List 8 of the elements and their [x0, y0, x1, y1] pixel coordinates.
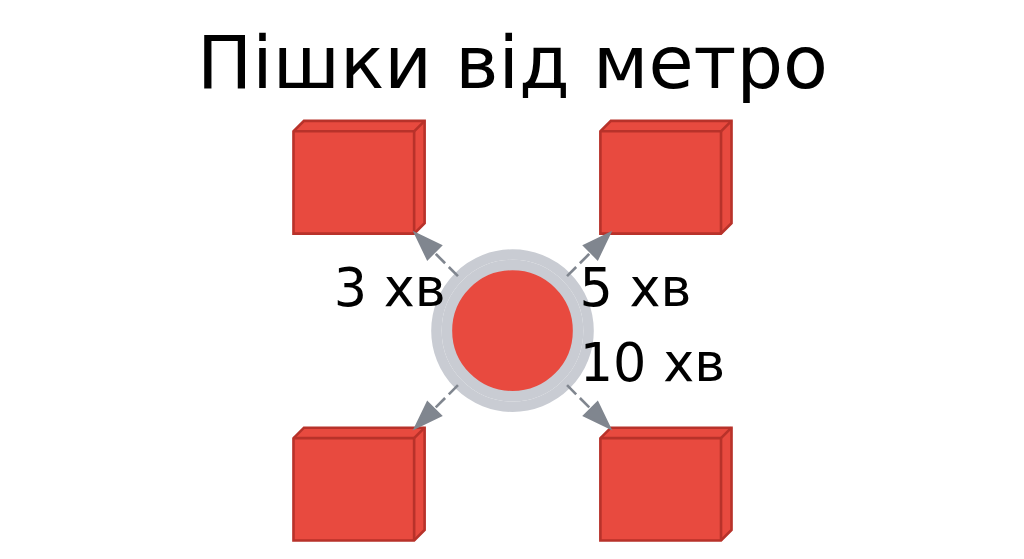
edge-label: 5 хв [578, 257, 691, 319]
diagram-title: Пішки від метро [196, 19, 828, 105]
edge-label: 10 хв [579, 332, 725, 394]
arrow [412, 230, 459, 278]
arrow [565, 230, 612, 278]
arrow [565, 384, 612, 431]
arrow [412, 384, 459, 431]
edge-label: 3 хв [333, 257, 446, 319]
